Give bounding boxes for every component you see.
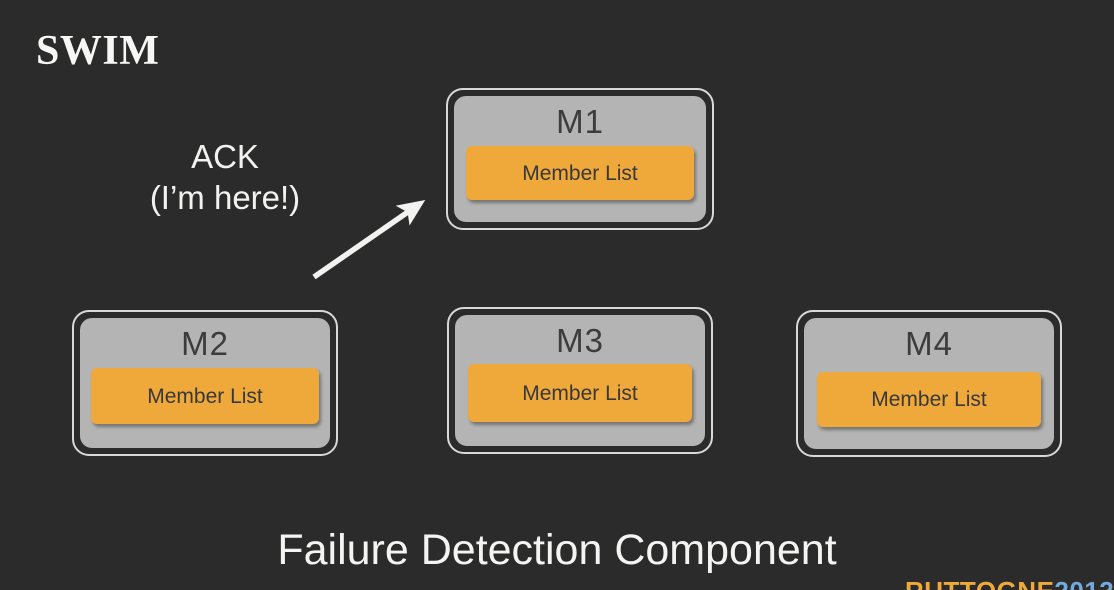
node-m3[interactable]: M3 Member List: [447, 307, 713, 454]
node-m1-member-list[interactable]: Member List: [466, 146, 694, 200]
node-m1[interactable]: M1 Member List: [446, 88, 714, 230]
node-m2-body: M2 Member List: [80, 318, 330, 448]
slide-caption: Failure Detection Component: [277, 526, 837, 574]
node-m3-member-list[interactable]: Member List: [468, 364, 692, 422]
ack-label-line2: (I’m here!): [149, 179, 301, 216]
node-m1-body: M1 Member List: [454, 96, 706, 222]
node-m3-body: M3 Member List: [455, 315, 705, 446]
node-m4-label: M4: [905, 325, 953, 362]
node-m2-member-list[interactable]: Member List: [91, 368, 319, 424]
node-m4[interactable]: M4 Member List: [796, 310, 1062, 457]
ack-label-line1: ACK: [191, 138, 259, 175]
page-title: SWIM: [36, 28, 160, 74]
node-m2-label: M2: [181, 325, 229, 362]
ack-annotation: ACK (I’m here!): [110, 136, 340, 218]
node-m1-label: M1: [556, 103, 604, 140]
node-m4-body: M4 Member List: [804, 318, 1054, 449]
watermark-primary: RUTTOGNE: [905, 578, 1054, 590]
node-m4-member-list[interactable]: Member List: [817, 372, 1041, 427]
watermark-secondary: 2012: [1054, 578, 1114, 590]
watermark: RUTTOGNE2012: [905, 578, 1114, 590]
node-m3-label: M3: [556, 322, 604, 359]
node-m2[interactable]: M2 Member List: [72, 310, 338, 456]
